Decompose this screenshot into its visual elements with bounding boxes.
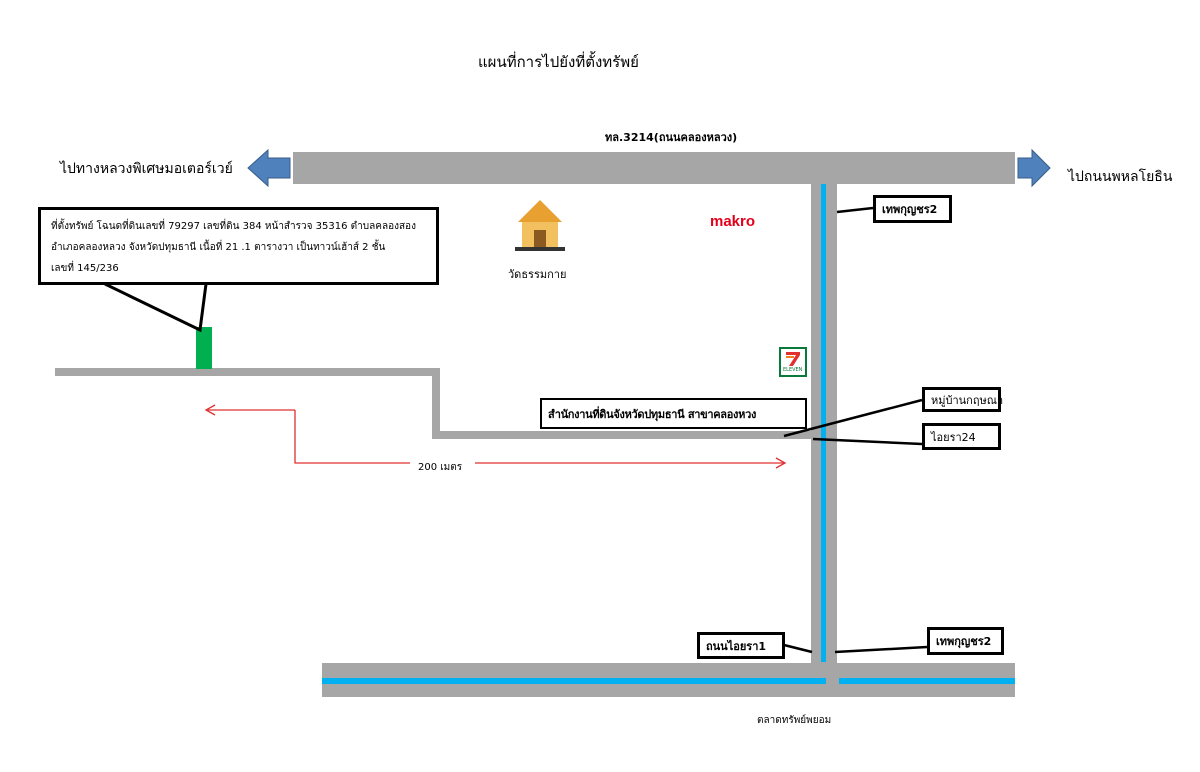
label-thep-top: เทพกุญชร2 xyxy=(873,195,952,223)
route-arrow xyxy=(204,404,787,469)
temple-icon xyxy=(515,200,565,251)
distance-label: 200 เมตร xyxy=(418,462,463,473)
to-motorway-label: ไปทางหลวงพิเศษมอเตอร์เวย์ xyxy=(60,161,233,177)
seven-eleven-label: ELEVEN xyxy=(783,367,803,373)
callout-line-1: ที่ตั้งทรัพย์ โฉนดที่ดินเลขที่ 79297 เลข… xyxy=(51,221,416,232)
to-phahon-label: ไปถนนพหลโยธิน xyxy=(1068,169,1173,185)
soi-road-b xyxy=(432,368,440,439)
leader-lines xyxy=(783,206,928,654)
main-road xyxy=(293,152,1015,184)
label-village: หมู่บ้านกฤษณา xyxy=(922,387,1003,412)
canal-vertical xyxy=(821,184,826,662)
label-aiyara1: ถนนไอยรา1 xyxy=(697,632,785,659)
main-road-label: ทล.3214(ถนนคลองหลวง) xyxy=(605,131,738,144)
property-callout: ที่ตั้งทรัพย์ โฉนดที่ดินเลขที่ 79297 เลข… xyxy=(38,207,439,285)
left-arrow-icon xyxy=(247,148,291,188)
soi-road-c xyxy=(432,431,811,439)
callout-tail xyxy=(104,282,208,333)
page-title: แผนที่การไปยังที่ตั้งทรัพย์ xyxy=(478,53,639,71)
label-thep-bottom: เทพกุญชร2 xyxy=(927,627,1004,655)
temple-label: วัดธรรมกาย xyxy=(508,268,567,281)
makro-logo: makro xyxy=(710,213,756,230)
callout-line-3: เลขที่ 145/236 xyxy=(51,263,119,274)
callout-line-2: อำเภอคลองหลวง จังหวัดปทุมธานี เนื้อที่ 2… xyxy=(51,242,386,253)
seven-eleven-icon xyxy=(779,347,807,377)
land-office-label: สำนักงานที่ดินจังหวัดปทุมธานี สาขาคลองหว… xyxy=(540,398,807,429)
right-arrow-icon xyxy=(1017,148,1051,188)
canal-bottom-right xyxy=(839,678,1015,684)
market-label: ตลาดทรัพย์พยอม xyxy=(757,715,832,726)
soi-road-a xyxy=(55,368,440,376)
canal-bottom-left xyxy=(322,678,826,684)
property-marker xyxy=(196,327,212,369)
label-aiyara24: ไอยรา24 xyxy=(922,423,1001,450)
